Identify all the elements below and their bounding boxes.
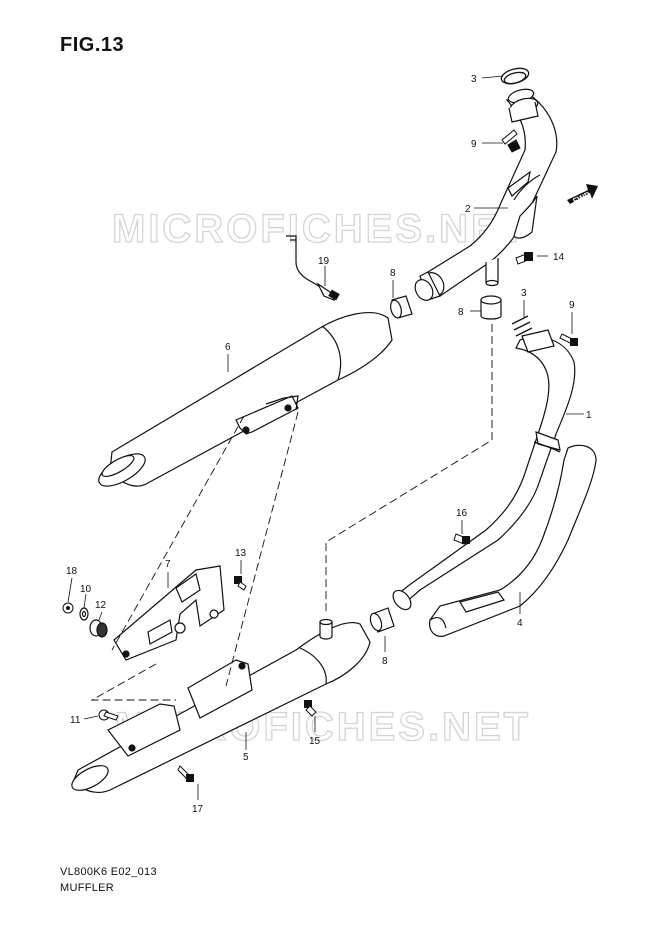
callout-12: 12	[95, 600, 107, 611]
callout-5: 5	[243, 752, 249, 763]
gasket-right	[511, 315, 533, 337]
figure-title: FIG.13	[60, 34, 125, 56]
assembly-lines	[90, 324, 493, 701]
bolt-13	[234, 576, 247, 591]
callout-15: 15	[309, 736, 321, 747]
callout-19: 19	[318, 256, 330, 267]
bolt-right	[559, 333, 578, 346]
nut-18	[62, 602, 74, 614]
callout-16: 16	[456, 508, 468, 519]
callout-17: 17	[192, 804, 204, 815]
callout-9-top: 9	[471, 139, 477, 150]
forward-label: FWD	[571, 190, 592, 206]
collar-upper-left	[390, 295, 413, 319]
callout-6: 6	[225, 342, 231, 353]
bolt-top	[501, 129, 521, 153]
bolt-17	[177, 765, 194, 782]
callout-8-lower: 8	[382, 656, 388, 667]
forward-arrow-icon: FWD	[567, 184, 598, 206]
callout-8-upper-right: 8	[458, 307, 464, 318]
oxygen-sensor	[286, 235, 340, 302]
collar-upper-right	[480, 295, 502, 320]
callout-1: 1	[586, 410, 592, 421]
rear-exhaust-pipe	[392, 329, 576, 611]
callout-4: 4	[517, 618, 523, 629]
callout-13: 13	[235, 548, 247, 559]
left-muffler	[71, 618, 371, 793]
right-muffler	[98, 311, 393, 487]
heat-shield	[429, 444, 597, 637]
collar-lower	[369, 607, 395, 633]
section-name: MUFFLER	[60, 882, 115, 894]
cushion-12	[89, 619, 108, 638]
washer-10	[79, 607, 89, 621]
bolt-15	[304, 700, 317, 717]
callout-3-right: 3	[521, 288, 527, 299]
watermark-top: MICROFICHES.NET	[112, 207, 528, 251]
muffler-bracket	[113, 565, 225, 661]
front-exhaust-pipe	[414, 88, 558, 301]
callout-8-upper-left: 8	[390, 268, 396, 279]
callout-7: 7	[165, 559, 171, 570]
bolt-14	[515, 252, 533, 265]
callout-3-top: 3	[471, 74, 477, 85]
callout-18: 18	[66, 566, 78, 577]
leader-lines	[67, 75, 584, 800]
bolt-16	[453, 533, 470, 545]
callout-14: 14	[553, 252, 565, 263]
callout-11: 11	[70, 715, 81, 726]
gasket-top	[500, 67, 530, 85]
model-code: VL800K6 E02_013	[60, 866, 157, 878]
callout-10: 10	[80, 584, 92, 595]
bolt-11	[98, 709, 119, 721]
callout-9-right: 9	[569, 300, 575, 311]
callout-2: 2	[465, 204, 471, 215]
